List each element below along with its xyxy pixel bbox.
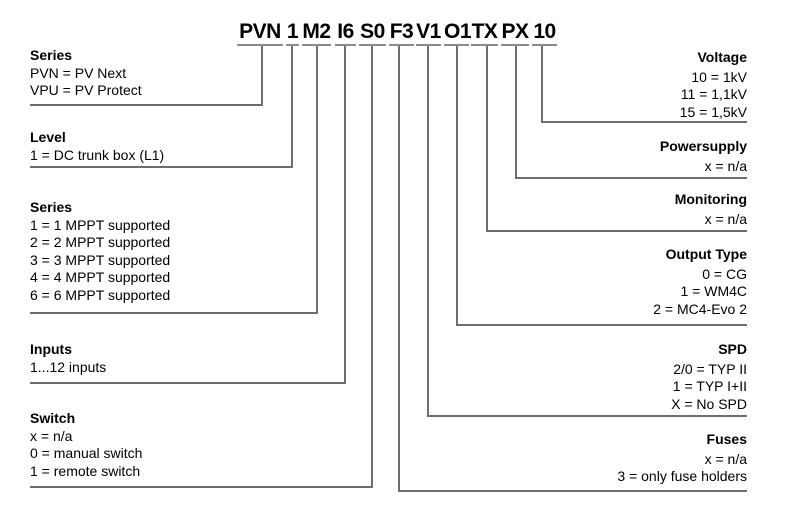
section-item: 2/0 = TYP II	[673, 360, 747, 377]
connector-spd-hline	[427, 415, 747, 417]
section-series-mppt: Series 1 = 1 MPPT supported 2 = 2 MPPT s…	[30, 199, 360, 304]
section-heading: Powersupply	[659, 138, 747, 154]
connector-series-hline	[30, 104, 263, 106]
connector-fuses-vline	[398, 46, 400, 492]
section-heading: Series	[30, 199, 73, 215]
code-segment-series: PVN	[237, 21, 283, 46]
section-heading: Fuses	[706, 431, 747, 447]
section-heading: Inputs	[30, 341, 72, 357]
connector-powersupply-hline	[515, 177, 747, 179]
connector-monitoring-hline	[486, 230, 747, 232]
connector-spd-vline	[427, 46, 429, 417]
section-item: 1 = DC trunk box (L1)	[30, 146, 165, 163]
section-item: 2 = MC4-Evo 2	[653, 300, 747, 317]
code-segment-mppt: M2	[302, 21, 331, 46]
section-item: 6 = 6 MPPT supported	[30, 286, 171, 303]
code-segment-level: 1	[286, 21, 299, 46]
connector-switch-vline	[371, 46, 373, 488]
code-segment-monitoring: TX	[471, 21, 498, 46]
section-heading: Series	[30, 47, 73, 63]
connector-level-vline	[291, 46, 293, 168]
connector-monitoring-vline	[486, 46, 488, 232]
connector-output-type-vline	[456, 46, 458, 326]
section-item: 3 = 3 MPPT supported	[30, 251, 171, 268]
connector-switch-hline	[30, 486, 373, 488]
section-switch: Switch x = n/a 0 = manual switch 1 = rem…	[30, 410, 360, 480]
section-item: 1 = 1 MPPT supported	[30, 216, 171, 233]
section-item: 1...12 inputs	[30, 358, 107, 375]
section-item: 11 = 1,1kV	[680, 86, 747, 102]
section-item: PVN = PV Next	[30, 64, 127, 81]
section-item: 0 = CG	[702, 265, 747, 282]
section-item: 1 = WM4C	[680, 283, 747, 299]
section-item: x = n/a	[704, 157, 747, 174]
section-item: 1 = remote switch	[30, 462, 141, 479]
connector-mppt-vline	[316, 46, 318, 314]
connector-voltage-hline	[541, 121, 747, 123]
section-item: 2 = 2 MPPT supported	[30, 234, 171, 250]
section-voltage: Voltage 10 = 1kV 11 = 1,1kV 15 = 1,5kV	[417, 49, 747, 121]
connector-series-vline	[261, 46, 263, 106]
connector-inputs-hline	[30, 382, 346, 384]
connector-mppt-hline	[30, 312, 318, 314]
code-segment-powersupply: PX	[501, 21, 529, 46]
connector-voltage-vline	[541, 46, 543, 123]
section-fuses: Fuses x = n/a 3 = only fuse holders	[417, 431, 747, 486]
code-segment-fuses: F3	[389, 21, 414, 46]
section-output-type: Output Type 0 = CG 1 = WM4C 2 = MC4-Evo …	[417, 246, 747, 318]
section-heading: Monitoring	[674, 191, 747, 207]
connector-output-type-hline	[456, 324, 747, 326]
connector-inputs-vline	[344, 46, 346, 384]
section-item: 4 = 4 MPPT supported	[30, 269, 171, 285]
section-item: 3 = only fuse holders	[617, 468, 747, 484]
section-heading: Switch	[30, 410, 76, 426]
section-powersupply: Powersupply x = n/a	[417, 138, 747, 175]
connector-powersupply-vline	[515, 46, 517, 179]
section-spd: SPD 2/0 = TYP II 1 = TYP I+II X = No SPD	[417, 341, 747, 413]
code-segment-inputs: I6	[335, 21, 356, 46]
connector-fuses-hline	[398, 490, 747, 492]
code-segment-voltage: 10	[532, 21, 557, 46]
section-item: VPU = PV Protect	[30, 82, 142, 98]
section-heading: Output Type	[665, 246, 747, 262]
code-segment-output-type: O1	[444, 21, 472, 46]
code-segment-spd: V1	[416, 21, 441, 46]
section-item: x = n/a	[704, 450, 747, 467]
section-heading: SPD	[718, 341, 747, 357]
section-item: X = No SPD	[671, 395, 747, 412]
section-heading: Level	[30, 129, 66, 145]
connector-level-hline	[30, 166, 293, 168]
section-inputs: Inputs 1...12 inputs	[30, 341, 360, 376]
section-heading: Voltage	[697, 49, 747, 65]
section-item: x = n/a	[704, 210, 747, 227]
section-series: Series PVN = PV Next VPU = PV Protect	[30, 47, 360, 100]
section-item: x = n/a	[30, 427, 73, 444]
section-item: 0 = manual switch	[30, 445, 143, 461]
code-segment-switch: S0	[359, 21, 386, 46]
section-monitoring: Monitoring x = n/a	[417, 191, 747, 228]
section-item: 1 = TYP I+II	[672, 378, 747, 394]
section-item: 15 = 1,5kV	[679, 103, 747, 120]
section-item: 10 = 1kV	[691, 68, 747, 85]
section-level: Level 1 = DC trunk box (L1)	[30, 129, 360, 164]
